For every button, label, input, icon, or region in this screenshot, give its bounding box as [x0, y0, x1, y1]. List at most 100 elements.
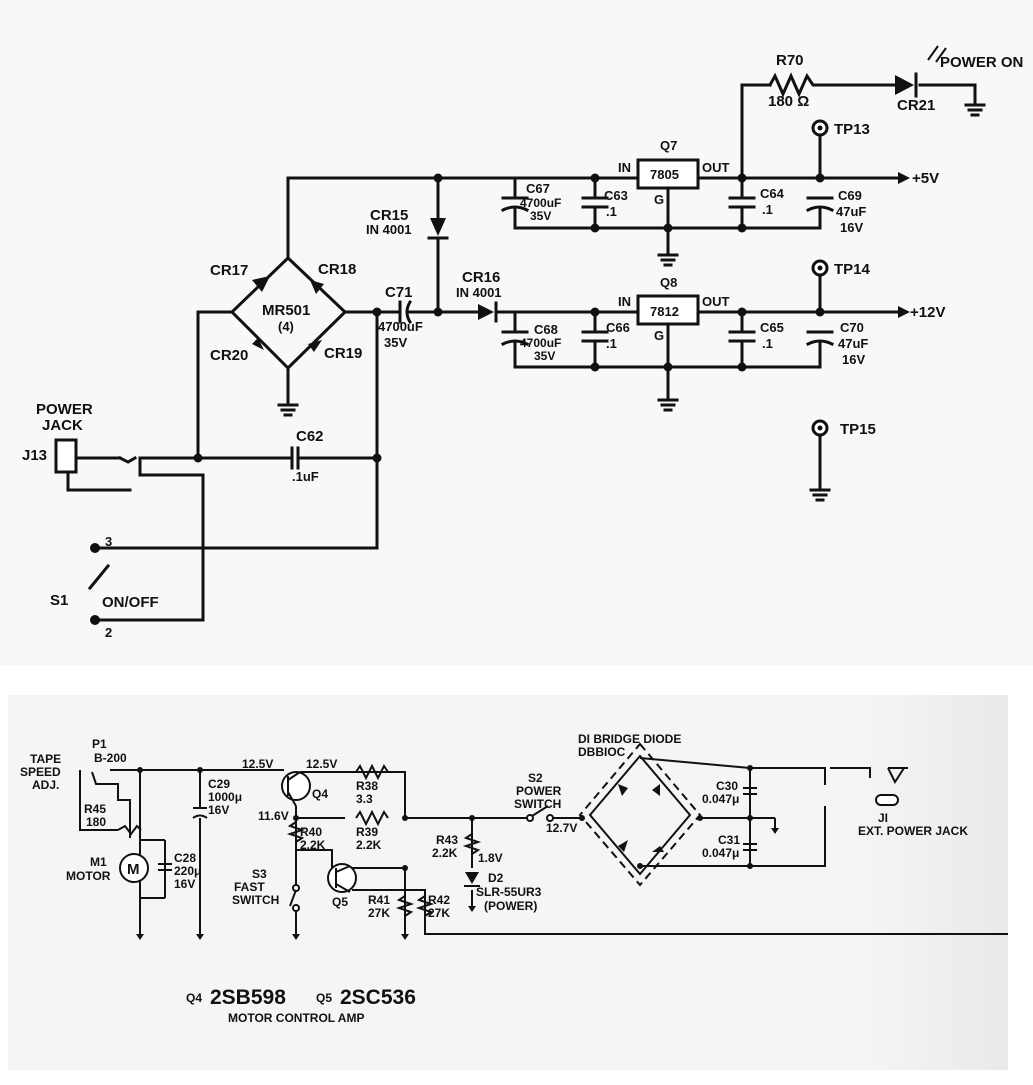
power-supply-schematic: POWER ON R70 180 Ω CR21 TP13 TP14 TP15 Q…	[22, 45, 1023, 640]
q7-out-label: OUT	[702, 160, 730, 175]
s2-switch-label: SWITCH	[514, 797, 561, 811]
power-jack-label-2: JACK	[42, 417, 83, 434]
top-labels: POWER ON R70 180 Ω CR21 TP13 TP14 TP15 Q…	[22, 52, 1023, 640]
c69-voltage: 16V	[840, 220, 863, 235]
cr17-label: CR17	[210, 262, 248, 279]
m1-motor: M	[119, 853, 149, 883]
s3-switch-label: SWITCH	[232, 893, 279, 907]
q8-out-label: OUT	[702, 294, 730, 309]
pin2-label: 2	[105, 625, 112, 640]
q8-label: Q8	[660, 275, 677, 290]
c62-label: C62	[296, 428, 324, 445]
tp15-label: TP15	[840, 421, 876, 438]
p1-value: B-200	[94, 751, 127, 765]
c69-label: C69	[838, 188, 862, 203]
c69-value: 47uF	[836, 204, 866, 219]
cr19-label: CR19	[324, 345, 362, 362]
cr15-value: IN 4001	[366, 222, 412, 237]
q7-g-label: G	[654, 192, 664, 207]
r70-value: 180 Ω	[768, 93, 809, 110]
r70-resistor	[767, 72, 820, 98]
top-capacitors	[290, 196, 835, 470]
d1-part: DBBIOC	[578, 745, 626, 759]
bottom-labels: TAPE SPEED ADJ. P1 B-200 R45 180 M1 MOTO…	[20, 732, 968, 1025]
c30-value: 0.047μ	[702, 792, 739, 806]
legend-q5-label: Q5	[316, 991, 332, 1005]
top-wiring	[66, 83, 977, 622]
q5-label: Q5	[332, 895, 348, 909]
c63-value: .1	[606, 204, 617, 219]
r43-value: 2.2K	[432, 846, 458, 860]
q5-transistor	[327, 863, 357, 893]
s3-fast-label: FAST	[234, 880, 265, 894]
s2-label: S2	[528, 771, 543, 785]
q8-part: 7812	[650, 304, 679, 319]
tp13-test-point	[811, 119, 829, 137]
cr21-led	[895, 45, 947, 98]
top-junctions	[193, 173, 825, 463]
tape-label-2: SPEED	[20, 765, 61, 779]
c68-voltage: 35V	[534, 349, 555, 363]
c28-value: 220μ	[174, 864, 201, 878]
s3-label: S3	[252, 867, 267, 881]
r39-label: R39	[356, 825, 378, 839]
c71-value: 4700uF	[378, 319, 423, 334]
d2-label: D2	[488, 871, 504, 885]
c70-label: C70	[840, 320, 864, 335]
c28-label: C28	[174, 851, 196, 865]
c67-value: 4700uF	[520, 196, 561, 210]
motor-control-schematic: M	[20, 732, 1008, 1025]
legend-q4-label: Q4	[186, 991, 202, 1005]
c65-label: C65	[760, 320, 784, 335]
j1-label: JI	[878, 811, 888, 825]
cr16-value: IN 4001	[456, 285, 502, 300]
q8-in-label: IN	[618, 294, 631, 309]
plus5v-label: +5V	[912, 170, 939, 187]
d1-bridge-diode	[578, 742, 702, 887]
pin3-label: 3	[105, 534, 112, 549]
tp15-test-point	[811, 419, 829, 437]
power-on-label: POWER ON	[940, 54, 1023, 71]
mr501-count: (4)	[278, 319, 294, 334]
c64-label: C64	[760, 186, 785, 201]
tp13-label: TP13	[834, 121, 870, 138]
q7-in-label: IN	[618, 160, 631, 175]
c29-voltage: 16V	[208, 803, 229, 817]
p1-label: P1	[92, 737, 107, 751]
q4-transistor	[281, 771, 311, 807]
cr15-label: CR15	[370, 207, 408, 224]
top-diodes	[252, 218, 498, 352]
d1-label: DI BRIDGE DIODE	[578, 732, 681, 746]
q8-regulator	[636, 294, 700, 326]
v125a-label: 12.5V	[242, 757, 273, 771]
q4-label: Q4	[312, 787, 328, 801]
r38-resistor	[355, 763, 389, 781]
r42-value: 27K	[428, 906, 450, 920]
c29-value: 1000μ	[208, 790, 242, 804]
on-off-label: ON/OFF	[102, 594, 159, 611]
ground-symbol	[657, 243, 679, 267]
cr18-label: CR18	[318, 261, 356, 278]
bottom-junctions	[137, 765, 753, 871]
ground-symbol	[657, 388, 679, 412]
motor-control-caption: MOTOR CONTROL AMP	[228, 1011, 364, 1025]
c66-label: C66	[606, 320, 630, 335]
v18-label: 1.8V	[478, 851, 503, 865]
j1-value: EXT. POWER JACK	[858, 824, 968, 838]
c62-value: .1uF	[292, 469, 319, 484]
mr501-label: MR501	[262, 302, 310, 319]
c68-value: 4700uF	[520, 336, 561, 350]
r43-resistor	[462, 833, 482, 855]
r45-value: 180	[86, 815, 106, 829]
legend-q5-part: 2SC536	[340, 986, 416, 1009]
tp14-label: TP14	[834, 261, 871, 278]
c68-label: C68	[534, 322, 558, 337]
q7-regulator	[636, 158, 700, 190]
legend-q4-part: 2SB598	[210, 986, 286, 1009]
r41-label: R41	[368, 893, 390, 907]
c30-label: C30	[716, 779, 738, 793]
cr16-label: CR16	[462, 269, 500, 286]
tape-label-1: TAPE	[30, 752, 61, 766]
tp14-test-point	[811, 259, 829, 277]
